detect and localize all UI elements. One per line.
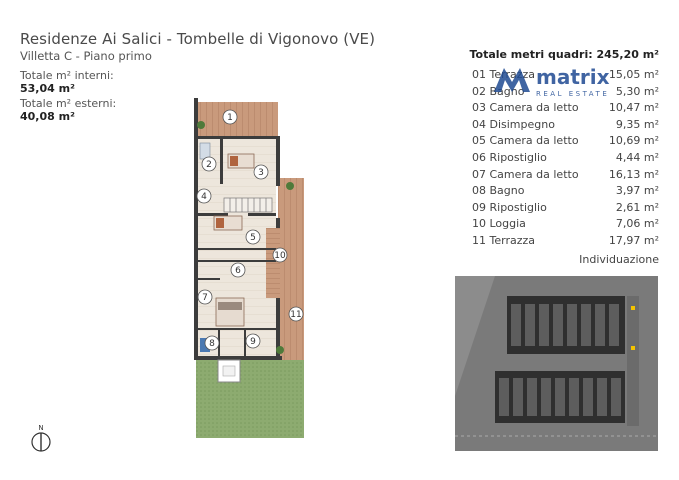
room-row: 08 Bagno 3,97 m²	[472, 183, 659, 200]
matrix-logo: matrix REAL ESTATE	[494, 65, 610, 98]
room-row: 05 Camera da letto 10,69 m²	[472, 133, 659, 150]
svg-text:8: 8	[209, 339, 215, 349]
room-marker-11: 11	[288, 306, 304, 322]
room-area: 15,05 m²	[608, 68, 659, 81]
loggia	[266, 228, 280, 298]
terrace-right	[278, 178, 304, 360]
room-area: 2,61 m²	[615, 200, 659, 214]
room-area: 16,13 m²	[608, 167, 659, 181]
location-map	[455, 276, 658, 451]
room-area: 10,69 m²	[608, 134, 659, 148]
room-marker-9: 9	[245, 333, 261, 349]
matrix-mark-icon	[494, 68, 530, 92]
room-name: 05 Camera da letto	[472, 134, 579, 148]
bed-room-3	[227, 153, 255, 169]
room-area: 17,97 m²	[608, 233, 659, 247]
bed-room-7	[215, 297, 245, 327]
plant-icon	[197, 121, 294, 354]
room-row: 07 Camera da letto 16,13 m²	[472, 167, 659, 184]
room-name: 04 Disimpegno	[472, 117, 555, 131]
room-area: 10,47 m²	[608, 101, 659, 115]
room-marker-2: 2	[201, 156, 217, 172]
svg-text:3: 3	[258, 168, 264, 178]
terrace-top	[196, 102, 278, 138]
room-marker-1: 1	[222, 109, 238, 125]
svg-text:1: 1	[227, 113, 233, 123]
room-area: 3,97 m²	[615, 184, 659, 198]
internal-area-label: Totale m² interni:	[20, 69, 114, 82]
external-area-value: 40,08 m²	[20, 110, 75, 123]
garden	[196, 360, 304, 438]
room-area: 5,30 m²	[615, 84, 659, 98]
room-name: 09 Ripostiglio	[472, 200, 547, 214]
total-area: Totale metri quadri: 245,20 m²	[469, 48, 659, 61]
svg-text:9: 9	[250, 337, 256, 347]
room-row: 06 Ripostiglio 4,44 m²	[472, 150, 659, 167]
location-label: Individuazione	[579, 253, 659, 266]
shower-icon	[199, 142, 211, 160]
svg-text:11: 11	[290, 310, 301, 320]
svg-text:N: N	[38, 424, 43, 432]
page-title: Residenze Ai Salici - Tombelle di Vigono…	[20, 30, 376, 48]
room-name: 06 Ripostiglio	[472, 150, 547, 164]
room-area: 7,06 m²	[615, 217, 659, 231]
room-row: 09 Ripostiglio 2,61 m²	[472, 200, 659, 217]
room-row: 04 Disimpegno 9,35 m²	[472, 117, 659, 134]
room-marker-6: 6	[230, 262, 246, 278]
room-name: 11 Terrazza	[472, 233, 535, 247]
external-area-label: Totale m² esterni:	[20, 97, 117, 110]
floor-plan: 1 2 3 4 5 6 7 8 9 10 11	[194, 98, 304, 438]
svg-text:5: 5	[250, 233, 256, 243]
room-marker-7: 7	[197, 289, 213, 305]
internal-area-value: 53,04 m²	[20, 82, 75, 95]
page-subtitle: Villetta C - Piano primo	[20, 49, 152, 63]
svg-text:10: 10	[274, 251, 286, 261]
north-compass-icon: N	[31, 424, 51, 452]
room-row: 11 Terrazza 17,97 m²	[472, 233, 659, 250]
brand-tagline: REAL ESTATE	[536, 90, 609, 98]
room-marker-4: 4	[196, 188, 212, 204]
room-name: 08 Bagno	[472, 184, 525, 198]
svg-text:6: 6	[235, 266, 241, 276]
room-marker-3: 3	[253, 164, 269, 180]
brand-name: matrix	[536, 65, 610, 89]
room-name: 10 Loggia	[472, 217, 526, 231]
room-row: 10 Loggia 7,06 m²	[472, 216, 659, 233]
svg-text:4: 4	[201, 192, 207, 202]
room-area: 9,35 m²	[615, 117, 659, 131]
room-area: 4,44 m²	[615, 150, 659, 164]
room-row: 03 Camera da letto 10,47 m²	[472, 100, 659, 117]
room-name: 07 Camera da letto	[472, 167, 579, 181]
room-name: 03 Camera da letto	[472, 101, 579, 115]
room-marker-10: 10	[272, 247, 288, 263]
svg-text:7: 7	[202, 293, 208, 303]
room-marker-8: 8	[204, 335, 220, 351]
svg-text:2: 2	[206, 160, 212, 170]
room-marker-5: 5	[245, 229, 261, 245]
bed-room-5	[213, 215, 243, 231]
